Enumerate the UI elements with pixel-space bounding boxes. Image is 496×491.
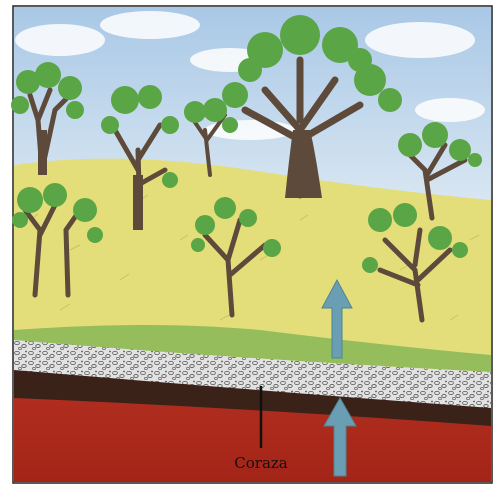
coraza-label: Coraza bbox=[234, 454, 288, 472]
